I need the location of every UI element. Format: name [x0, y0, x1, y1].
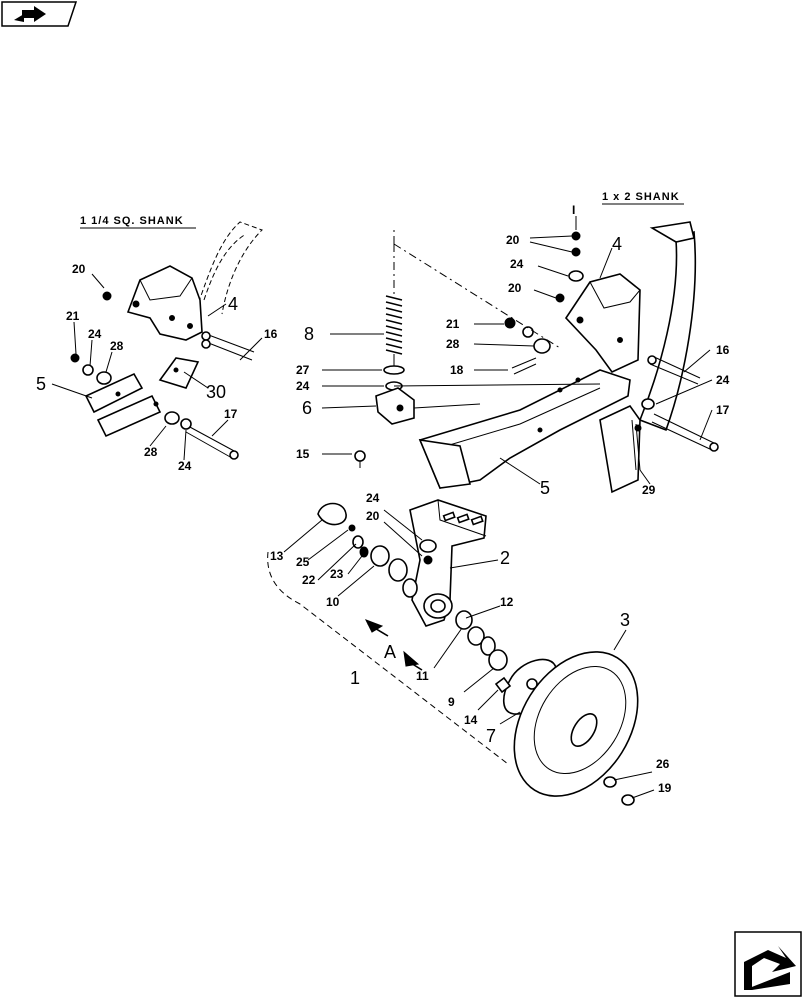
callout-13: 13: [270, 549, 284, 563]
callout-20: 20: [72, 262, 86, 276]
callout-28: 28: [446, 337, 460, 351]
callout-5: 5: [540, 478, 550, 498]
callout-12: 12: [500, 595, 514, 609]
callout-24: 24: [296, 379, 310, 393]
callout-28: 28: [110, 339, 124, 353]
disc-arm-assembly: [267, 499, 655, 806]
callout-11: 11: [416, 669, 429, 683]
callout-24: 24: [88, 327, 102, 341]
callout-A: A: [384, 642, 396, 662]
callout-labels: 20 21 24 28 5 4 16 30 17 28 24 I 20 4 24…: [36, 203, 730, 795]
callout-6: 6: [302, 398, 312, 418]
callout-17: 17: [716, 403, 730, 417]
callout-9: 9: [448, 695, 455, 709]
callout-24: 24: [510, 257, 524, 271]
callout-30: 30: [206, 382, 226, 402]
callout-3: 3: [620, 610, 630, 630]
callout-8: 8: [304, 324, 314, 344]
left-shank-heading: 1 1/4 SQ. SHANK: [80, 215, 184, 227]
callout-10: 10: [326, 595, 340, 609]
callout-22: 22: [302, 573, 316, 587]
callout-18: 18: [450, 363, 464, 377]
callout-I: I: [572, 203, 575, 217]
callout-20: 20: [506, 233, 520, 247]
callout-16: 16: [264, 327, 278, 341]
callout-29: 29: [642, 483, 656, 497]
callout-21: 21: [66, 309, 80, 323]
callout-4: 4: [612, 234, 622, 254]
callout-19: 19: [658, 781, 672, 795]
book-arrow-icon[interactable]: [1, 1, 78, 27]
spring-assembly: [321, 228, 601, 468]
callout-4: 4: [228, 294, 238, 314]
callout-23: 23: [330, 567, 344, 581]
callout-7: 7: [486, 726, 496, 746]
callout-21: 21: [446, 317, 460, 331]
callout-2: 2: [500, 548, 510, 568]
callout-5: 5: [36, 374, 46, 394]
next-page-arrow-icon[interactable]: [734, 931, 802, 997]
callout-24: 24: [178, 459, 192, 473]
callout-1: 1: [350, 668, 360, 688]
callout-27: 27: [296, 363, 310, 377]
left-shank-assembly: [51, 221, 263, 461]
callout-24: 24: [366, 491, 380, 505]
callout-28: 28: [144, 445, 158, 459]
right-shank-assembly: [418, 216, 719, 494]
callout-26: 26: [656, 757, 670, 771]
right-shank-heading: 1 x 2 SHANK: [602, 191, 680, 203]
callout-15: 15: [296, 447, 310, 461]
callout-17: 17: [224, 407, 238, 421]
callout-25: 25: [296, 555, 310, 569]
callout-20: 20: [508, 281, 522, 295]
callout-16: 16: [716, 343, 730, 357]
callout-24: 24: [716, 373, 730, 387]
callout-20: 20: [366, 509, 380, 523]
callout-14: 14: [464, 713, 478, 727]
